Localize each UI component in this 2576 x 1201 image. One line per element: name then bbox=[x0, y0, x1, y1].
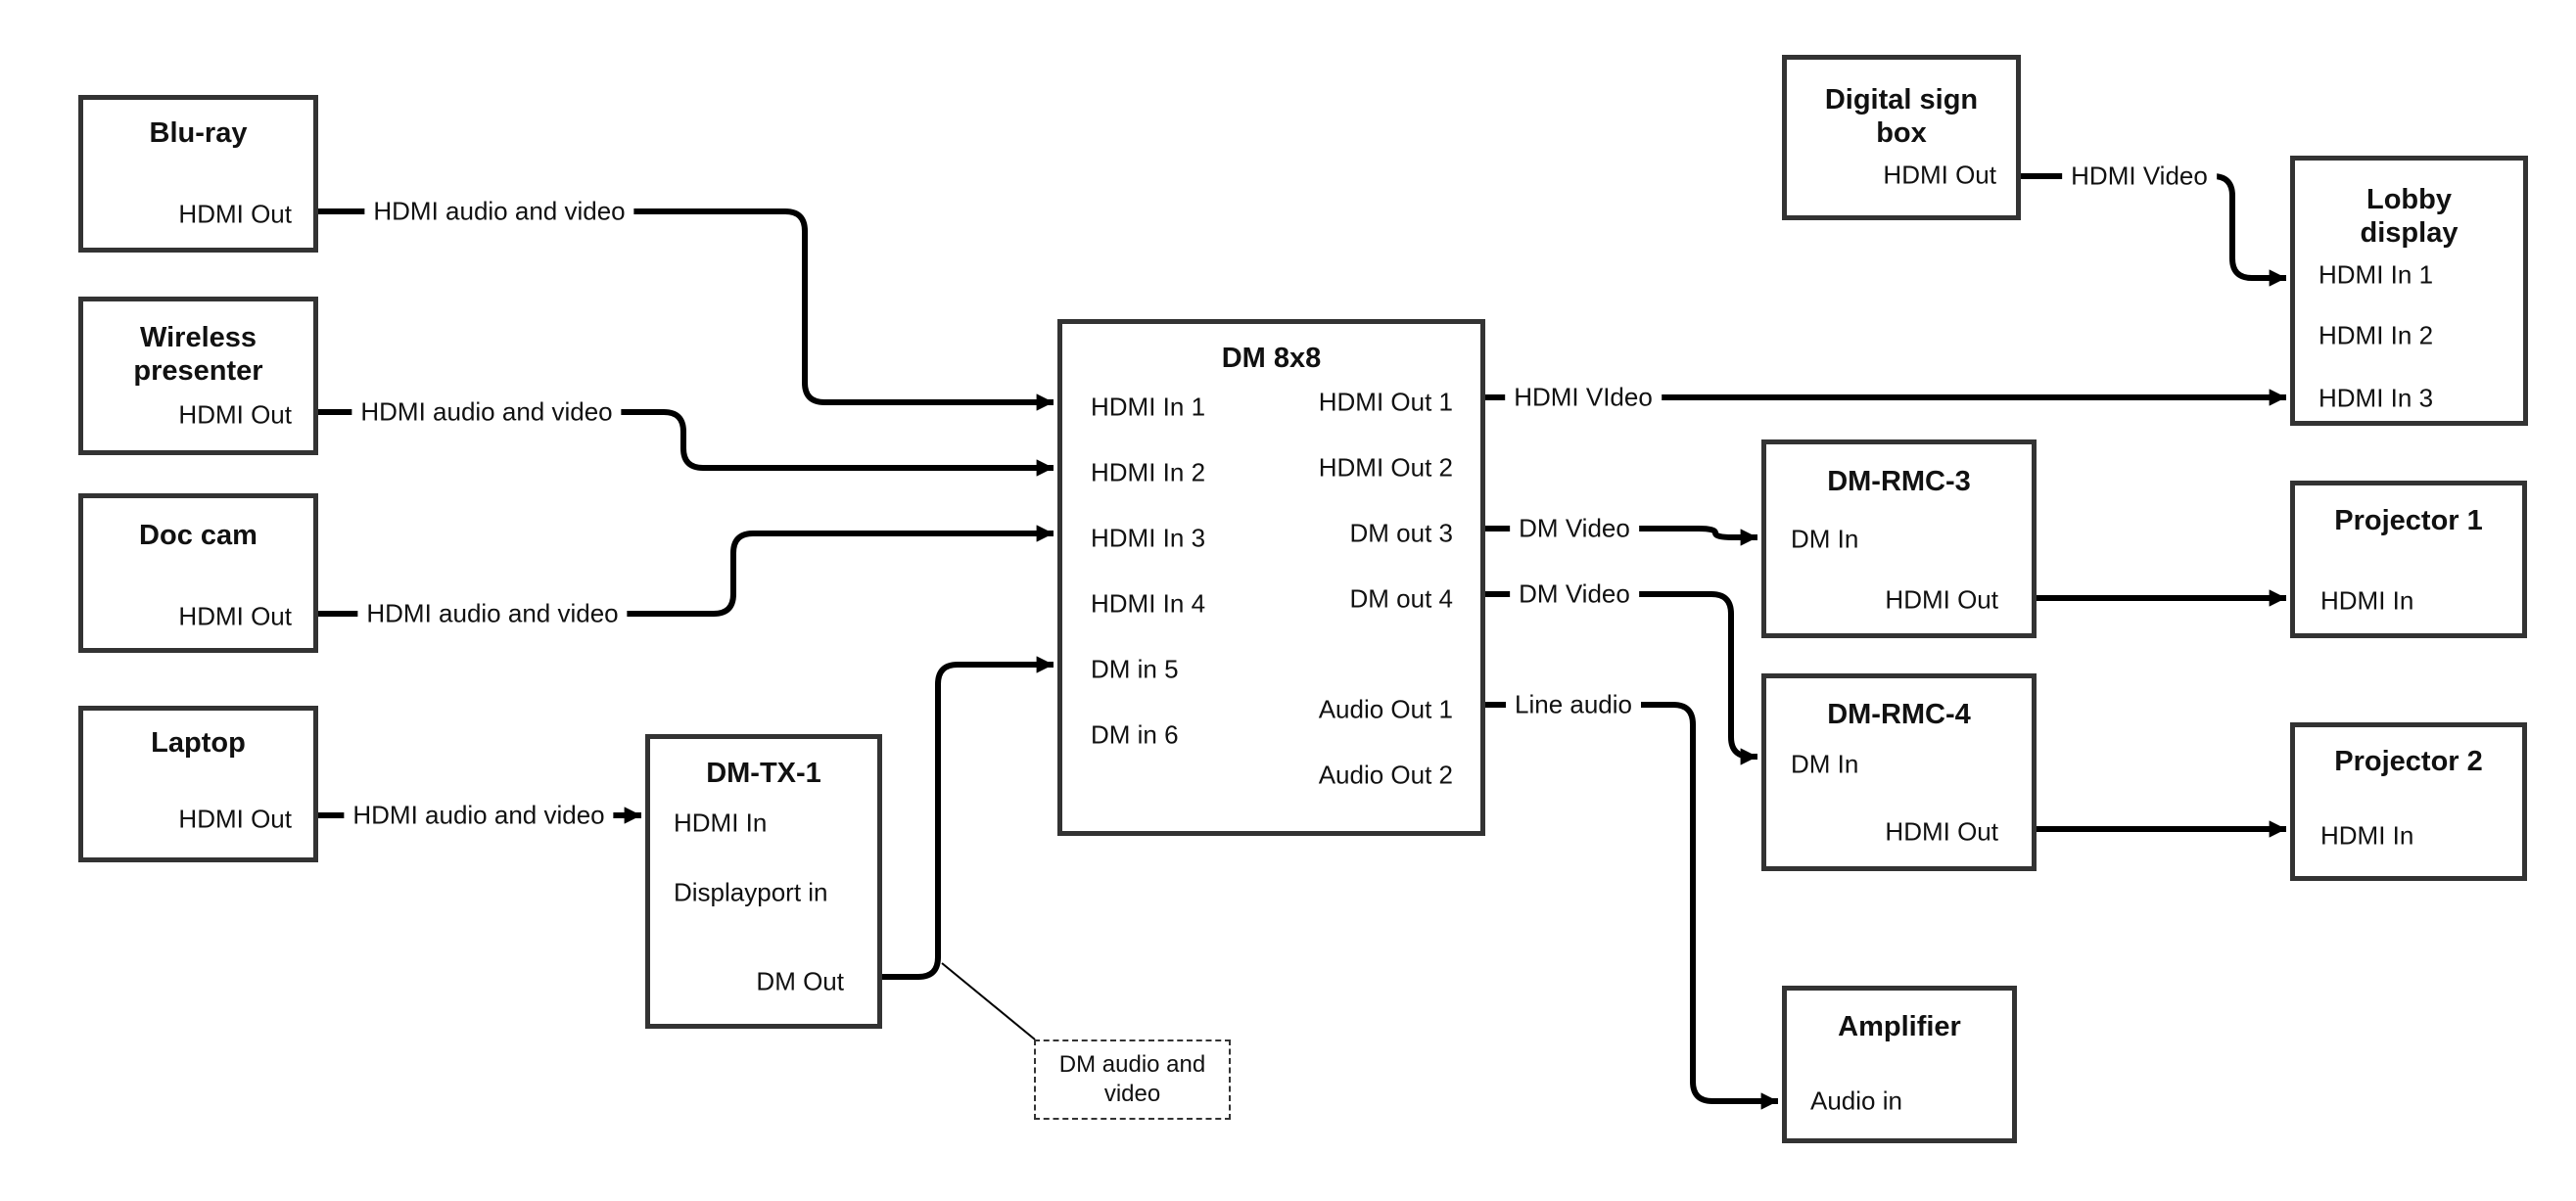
port-dm-in: DM In bbox=[1791, 749, 1859, 779]
port-dm-out: DM Out bbox=[756, 966, 844, 996]
node-dm-rmc-3: DM-RMC-3 DM In HDMI Out bbox=[1761, 439, 2037, 638]
node-title: Digital sign box bbox=[1824, 83, 1979, 149]
edge-dm8x8-audioout1-to-amplifier bbox=[1485, 702, 1778, 1110]
port-hdmi-in-1: HDMI In 1 bbox=[2318, 259, 2434, 290]
port-dm-in: DM In bbox=[1791, 524, 1859, 554]
edge-digitalsign-to-lobby-in1 bbox=[2021, 173, 2286, 287]
node-title: DM-TX-1 bbox=[706, 757, 821, 789]
port-hdmi-in-4: HDMI In 4 bbox=[1091, 588, 1206, 619]
node-title: Laptop bbox=[151, 726, 246, 759]
node-title: DM-RMC-3 bbox=[1827, 465, 1971, 497]
node-title: Doc cam bbox=[139, 519, 258, 551]
port-dm-in-6: DM in 6 bbox=[1091, 719, 1179, 750]
node-laptop: Laptop HDMI Out bbox=[78, 706, 318, 862]
edge-label-hdmi-audio-video-doccam: HDMI audio and video bbox=[357, 598, 628, 629]
node-title: Wireless presenter bbox=[133, 321, 263, 387]
callout-dm-audio-and-video: DM audio and video bbox=[1034, 1039, 1231, 1120]
node-title: DM-RMC-4 bbox=[1827, 698, 1971, 730]
port-hdmi-in: HDMI In bbox=[674, 808, 768, 838]
node-projector-1: Projector 1 HDMI In bbox=[2290, 481, 2527, 638]
port-hdmi-out: HDMI Out bbox=[178, 199, 292, 229]
port-hdmi-in-2: HDMI In 2 bbox=[2318, 320, 2434, 350]
callout-leader-line bbox=[941, 962, 1036, 1040]
edge-dm8x8-out3-to-dmrmc3 bbox=[1485, 526, 1757, 546]
node-dm-8x8: DM 8x8 HDMI In 1 HDMI In 2 HDMI In 3 HDM… bbox=[1057, 319, 1485, 836]
node-amplifier: Amplifier Audio in bbox=[1782, 986, 2017, 1143]
port-hdmi-out-2: HDMI Out 2 bbox=[1318, 452, 1453, 483]
port-hdmi-in-3: HDMI In 3 bbox=[1091, 523, 1206, 553]
node-dm-tx-1: DM-TX-1 HDMI In Displayport in DM Out bbox=[645, 734, 882, 1029]
node-title: Blu-ray bbox=[149, 116, 248, 149]
edge-label-line-audio: Line audio bbox=[1506, 689, 1641, 720]
port-hdmi-in: HDMI In bbox=[2320, 820, 2414, 851]
edge-label-dm-video-rmc4: DM Video bbox=[1510, 578, 1639, 610]
edge-wireless-to-dm8x8-in2 bbox=[318, 409, 1054, 477]
edge-label-dm-video-rmc3: DM Video bbox=[1510, 513, 1639, 544]
port-dm-out-3: DM out 3 bbox=[1349, 518, 1454, 548]
edge-dm8x8-out4-to-dmrmc4 bbox=[1485, 591, 1757, 765]
edge-doccam-to-dm8x8-in3 bbox=[318, 525, 1054, 617]
node-blu-ray: Blu-ray HDMI Out bbox=[78, 95, 318, 253]
port-audio-out-1: Audio Out 1 bbox=[1318, 694, 1453, 724]
node-projector-2: Projector 2 HDMI In bbox=[2290, 722, 2527, 881]
edge-dmtx1-dmout-to-dm8x8-in5 bbox=[882, 656, 1054, 980]
node-title: DM 8x8 bbox=[1221, 342, 1322, 374]
edge-label-hdmi-video-digitalsign: HDMI Video bbox=[2062, 161, 2217, 192]
port-hdmi-in: HDMI In bbox=[2320, 585, 2414, 616]
node-doc-cam: Doc cam HDMI Out bbox=[78, 493, 318, 653]
port-dm-in-5: DM in 5 bbox=[1091, 654, 1179, 684]
port-hdmi-out: HDMI Out bbox=[178, 804, 292, 834]
node-wireless-presenter: Wireless presenter HDMI Out bbox=[78, 297, 318, 455]
node-lobby-display: Lobby display HDMI In 1 HDMI In 2 HDMI I… bbox=[2290, 156, 2528, 426]
edge-label-hdmi-audio-video-wireless: HDMI audio and video bbox=[351, 396, 622, 428]
node-title: Lobby display bbox=[2360, 183, 2459, 249]
node-title: Projector 1 bbox=[2334, 504, 2483, 536]
node-digital-sign-box: Digital sign box HDMI Out bbox=[1782, 55, 2021, 220]
port-hdmi-out: HDMI Out bbox=[178, 399, 292, 430]
port-hdmi-in-2: HDMI In 2 bbox=[1091, 457, 1206, 487]
port-dm-out-4: DM out 4 bbox=[1349, 583, 1454, 614]
node-title: Projector 2 bbox=[2334, 745, 2483, 777]
port-audio-out-2: Audio Out 2 bbox=[1318, 760, 1453, 790]
port-hdmi-out: HDMI Out bbox=[178, 601, 292, 631]
port-hdmi-out: HDMI Out bbox=[1885, 584, 1998, 615]
node-title: Amplifier bbox=[1838, 1010, 1961, 1042]
edge-label-hdmi-video-lobby: HDMI VIdeo bbox=[1505, 382, 1662, 413]
node-dm-rmc-4: DM-RMC-4 DM In HDMI Out bbox=[1761, 673, 2037, 871]
port-hdmi-out: HDMI Out bbox=[1883, 160, 1996, 190]
port-audio-in: Audio in bbox=[1810, 1086, 1902, 1116]
port-hdmi-in-3: HDMI In 3 bbox=[2318, 383, 2434, 413]
port-displayport-in: Displayport in bbox=[674, 877, 828, 907]
port-hdmi-out: HDMI Out bbox=[1885, 816, 1998, 847]
port-hdmi-out-1: HDMI Out 1 bbox=[1318, 387, 1453, 417]
edge-bluray-to-dm8x8-in1 bbox=[318, 208, 1054, 411]
edge-label-hdmi-audio-video-laptop: HDMI audio and video bbox=[344, 800, 614, 831]
edge-label-hdmi-audio-video-bluray: HDMI audio and video bbox=[364, 196, 634, 227]
port-hdmi-in-1: HDMI In 1 bbox=[1091, 392, 1206, 422]
